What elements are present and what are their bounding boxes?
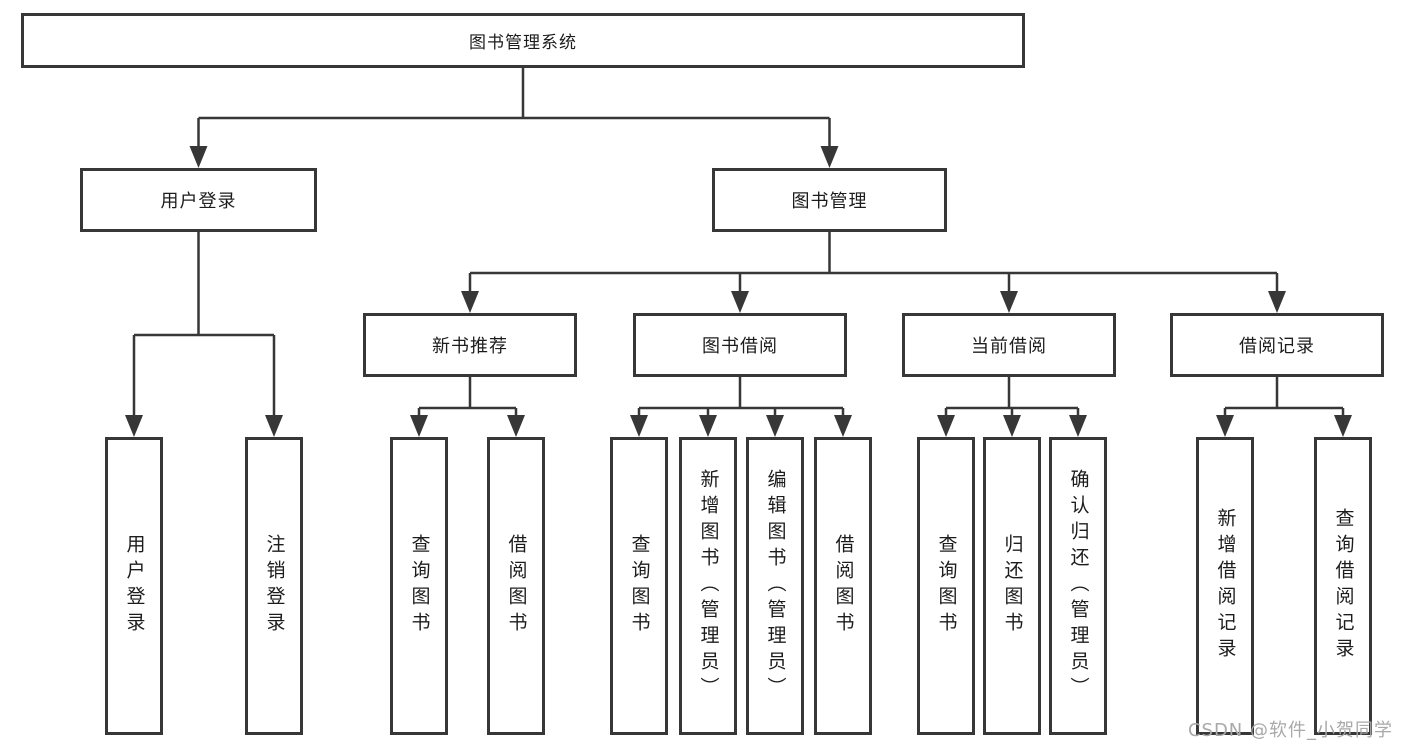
node-label: 图书管理: [791, 191, 868, 212]
node-label: 查询图书: [935, 534, 958, 638]
node-user-login-module: 用户登录: [80, 168, 317, 232]
node-query-books-borrowing: 查询图书: [610, 437, 668, 735]
node-label: 图书管理系统: [469, 33, 577, 53]
node-current-borrowing: 当前借阅: [902, 313, 1116, 377]
node-label: 当前借阅: [971, 336, 1047, 357]
node-borrow-books-recommend: 借阅图书: [487, 437, 545, 735]
node-borrowing-records: 借阅记录: [1170, 313, 1384, 377]
node-query-borrow-record: 查询借阅记录: [1314, 437, 1372, 735]
node-logout: 注销登录: [245, 437, 303, 735]
node-label: 用户登录: [160, 191, 237, 212]
node-label: 图书借阅: [702, 336, 778, 357]
node-label: 归还图书: [1001, 534, 1024, 638]
node-label: 查询图书: [408, 534, 431, 638]
node-confirm-return-admin: 确认归还（管理员）: [1049, 437, 1107, 735]
arrowheads: [125, 146, 1352, 437]
node-library-management-system: 图书管理系统: [21, 13, 1025, 68]
node-label: 查询借阅记录: [1332, 508, 1355, 664]
node-add-borrow-record: 新增借阅记录: [1196, 437, 1254, 735]
node-new-book-recommendation: 新书推荐: [363, 313, 577, 377]
node-label: 用户登录: [123, 534, 146, 638]
node-label: 新增图书（管理员）: [697, 469, 720, 703]
node-add-book-admin: 新增图书（管理员）: [679, 437, 737, 735]
node-query-books-recommend: 查询图书: [390, 437, 448, 735]
node-label: 新增借阅记录: [1214, 508, 1237, 664]
node-user-login-leaf: 用户登录: [105, 437, 163, 735]
node-book-management-module: 图书管理: [712, 168, 947, 232]
node-label: 查询图书: [628, 534, 651, 638]
node-label: 新书推荐: [432, 336, 508, 357]
node-label: 确认归还（管理员）: [1067, 469, 1090, 703]
node-edit-book-admin: 编辑图书（管理员）: [746, 437, 804, 735]
node-query-books-current: 查询图书: [917, 437, 975, 735]
node-book-borrowing: 图书借阅: [633, 313, 847, 377]
node-label: 注销登录: [263, 534, 286, 638]
node-borrow-books: 借阅图书: [814, 437, 872, 735]
node-label: 借阅图书: [832, 534, 855, 638]
node-label: 借阅图书: [505, 534, 528, 638]
node-label: 借阅记录: [1239, 336, 1315, 357]
csdn-watermark: CSDN @软件_小贺同学: [1187, 720, 1393, 741]
node-return-books: 归还图书: [983, 437, 1041, 735]
node-label: 编辑图书（管理员）: [764, 469, 787, 703]
